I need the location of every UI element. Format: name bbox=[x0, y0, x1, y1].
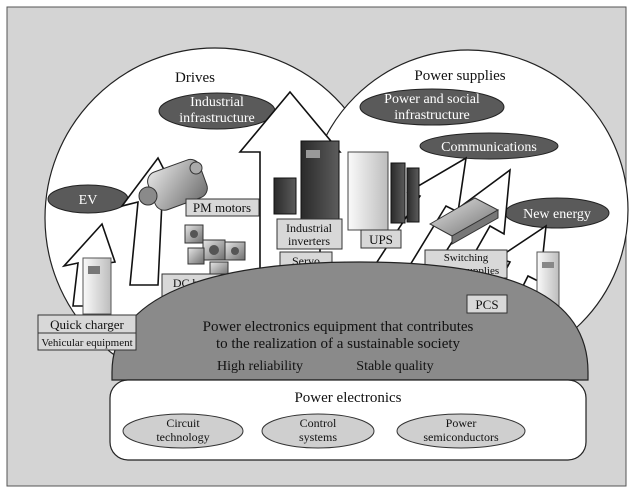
pcs-box bbox=[466, 294, 508, 314]
control-systems-label-2: systems bbox=[299, 430, 337, 444]
power-semiconductors-ellipse bbox=[396, 413, 526, 449]
control-systems-label-1: Control bbox=[300, 416, 337, 430]
new-energy-label: New energy bbox=[523, 207, 591, 222]
circuit-technology-ellipse bbox=[122, 413, 244, 449]
switching-power-supplies-label-1: Switching bbox=[444, 252, 489, 264]
quick-charger-photo bbox=[82, 257, 112, 315]
stable-quality-label: Stable quality bbox=[356, 359, 433, 374]
dome-text-line-2: to the realization of a sustainable soci… bbox=[216, 336, 461, 352]
industrial-inverters-box bbox=[276, 218, 343, 250]
control-systems-ellipse bbox=[261, 413, 375, 449]
industrial-inverters-label-2: inverters bbox=[288, 234, 330, 248]
industrial-infrastructure-label-1: Industrial bbox=[190, 95, 244, 110]
drives-heading: Drives bbox=[175, 70, 215, 86]
pm-motors-box bbox=[185, 198, 260, 217]
industrial-inverters-label-1: Industrial bbox=[286, 221, 333, 235]
quick-charger-label: Quick charger bbox=[50, 317, 124, 332]
pm-motors-label: PM motors bbox=[193, 200, 251, 215]
vehicular-equipment-box bbox=[37, 332, 137, 351]
ups-photo bbox=[347, 151, 420, 231]
communications-label: Communications bbox=[441, 140, 537, 155]
pcs-label: PCS bbox=[475, 297, 498, 312]
dome-text-line-1: Power electronics equipment that contrib… bbox=[203, 319, 474, 335]
power-social-label-2: infrastructure bbox=[394, 108, 469, 123]
power-social-ellipse bbox=[359, 88, 505, 126]
power-semiconductors-label-1: Power bbox=[446, 416, 477, 430]
power-social-label-1: Power and social bbox=[384, 92, 480, 107]
high-reliability-label: High reliability bbox=[217, 359, 303, 374]
power-electronics-title: Power electronics bbox=[294, 390, 401, 406]
switching-power-supply-photo bbox=[428, 197, 500, 245]
dc-brushless-motors-photo bbox=[184, 224, 246, 277]
ups-label: UPS bbox=[369, 232, 393, 247]
pm-motor-photo bbox=[138, 158, 208, 211]
ups-box bbox=[360, 229, 402, 249]
circuit-technology-label-2: technology bbox=[156, 430, 209, 444]
ev-label: EV bbox=[79, 193, 98, 208]
vehicular-equipment-label: Vehicular equipment bbox=[41, 337, 132, 349]
power-supplies-heading: Power supplies bbox=[414, 68, 505, 84]
industrial-infrastructure-label-2: infrastructure bbox=[179, 111, 254, 126]
communications-ellipse bbox=[419, 132, 559, 160]
circuit-technology-label-1: Circuit bbox=[166, 416, 200, 430]
power-semiconductors-label-2: semiconductors bbox=[423, 430, 499, 444]
